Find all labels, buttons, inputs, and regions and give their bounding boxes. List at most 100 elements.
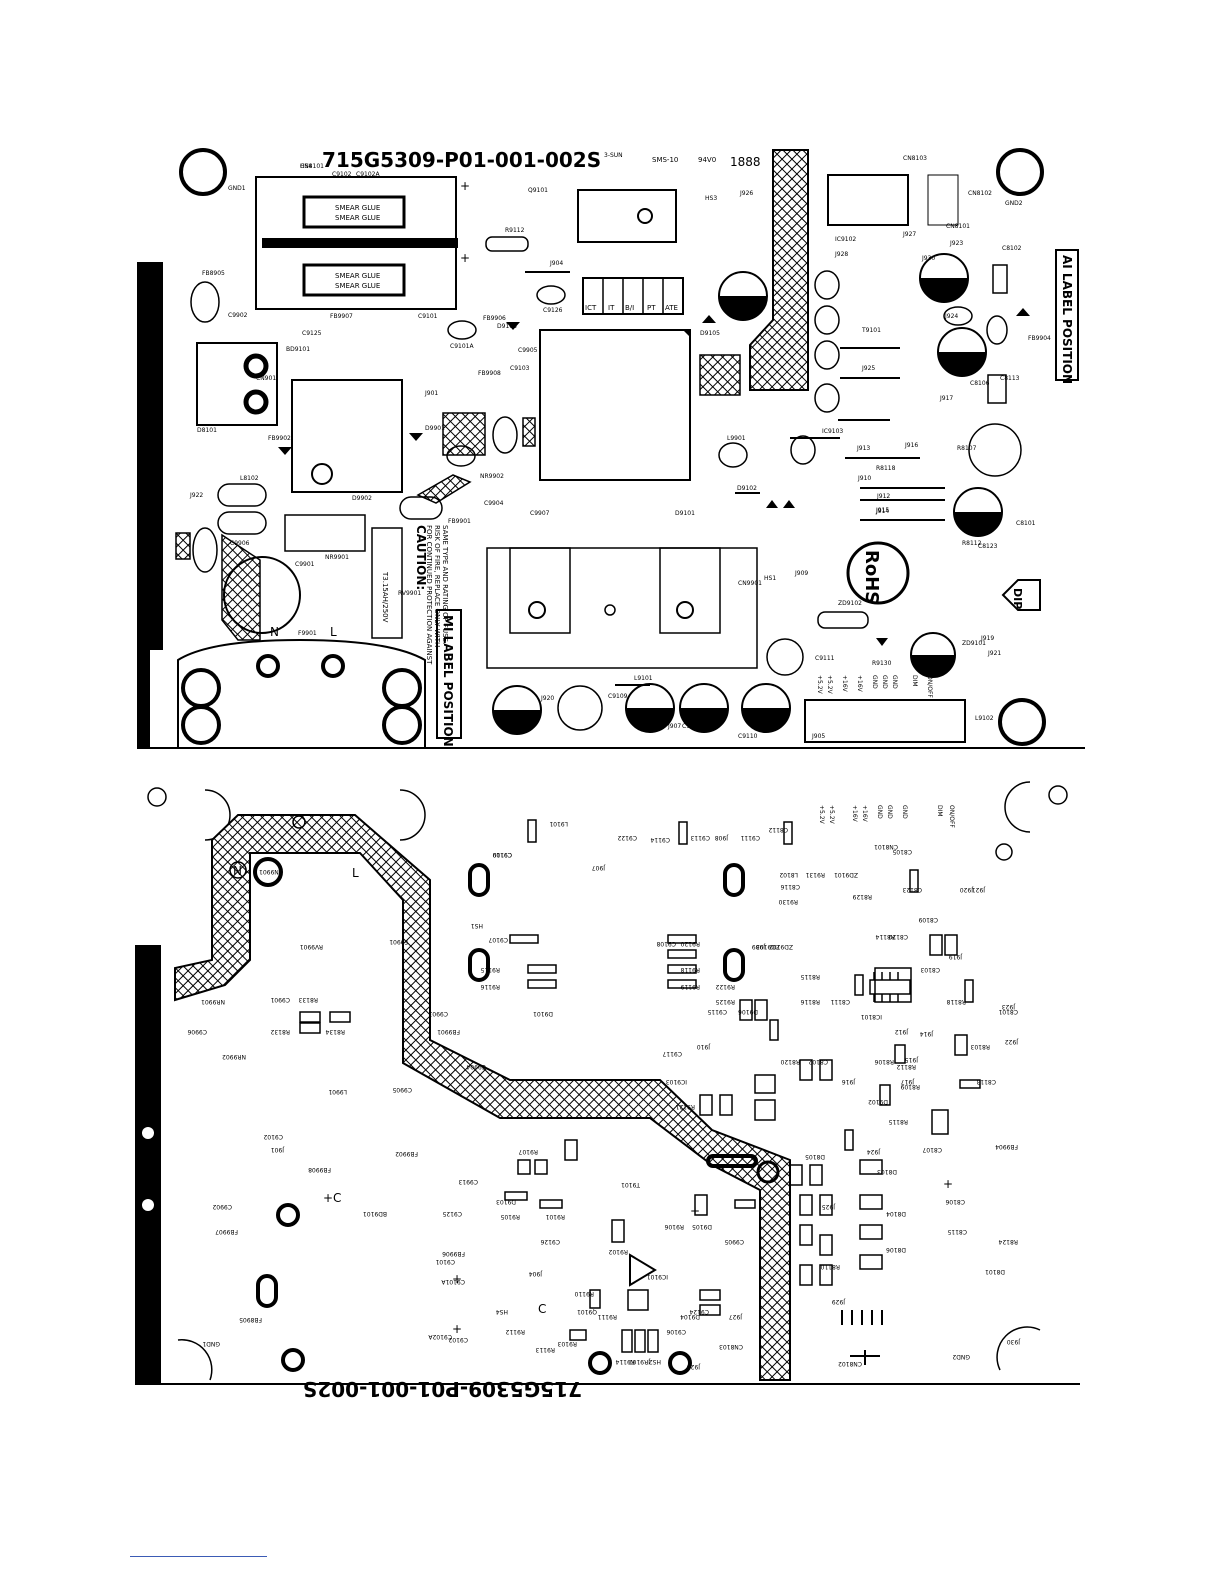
ref-label: R9103 xyxy=(557,1340,577,1347)
ref-label: J904 xyxy=(549,260,563,267)
top-neutral-label: N xyxy=(270,625,279,639)
oval-pads-bottom xyxy=(256,863,758,1375)
cn8103-outline xyxy=(827,174,909,226)
ref-label: C9115 xyxy=(707,1008,727,1015)
pin-label-7: GND xyxy=(891,675,898,689)
ref-label: R8134 xyxy=(325,1028,345,1035)
ref-label: C9905 xyxy=(518,347,538,354)
ref-label: J916 xyxy=(842,1078,856,1085)
ref-label: C9902 xyxy=(212,1203,232,1210)
ref-label: J913 xyxy=(856,445,870,452)
ref-label: ZD9103 xyxy=(756,943,780,950)
ref-label: R8129 xyxy=(852,893,872,900)
ref-label: L9901 xyxy=(328,1088,347,1095)
mount-hole-br xyxy=(998,698,1046,746)
ref-label: C8113 xyxy=(1000,375,1020,382)
ref-label: J917 xyxy=(939,395,953,402)
ref-label: D9106 xyxy=(738,1008,758,1015)
ref-label: J919 xyxy=(949,953,963,960)
ref-label: J914 xyxy=(920,1030,934,1037)
ref-label: C8101 xyxy=(998,1008,1018,1015)
svg-text:+: + xyxy=(452,1272,462,1286)
ref-label: C8120 xyxy=(888,933,908,940)
bottom-neutral-label: N xyxy=(233,864,242,878)
ref-label: D9102 xyxy=(868,1098,888,1105)
ref-label: C9108 xyxy=(656,940,676,947)
pin-label-4: +16V xyxy=(856,675,863,693)
ref-label: R8103 xyxy=(970,1043,990,1050)
ref-label: C8115 xyxy=(947,1228,967,1235)
test-box-ict: ICT xyxy=(585,304,597,312)
ref-label: C9101A xyxy=(441,1278,465,1285)
ref-label: J926 xyxy=(687,1363,701,1370)
ref-label: C9102 xyxy=(332,171,352,178)
caution-line-3: SAME TYPE AND RATING OF FUSE. xyxy=(441,525,449,644)
ref-label: CN9901 xyxy=(259,868,283,875)
ref-label: C9905 xyxy=(392,1086,412,1093)
ref-label: C9109 xyxy=(608,693,628,700)
ref-label: R9121 xyxy=(675,1103,695,1110)
ref-label: FB9901 xyxy=(448,518,471,525)
ref-label: CN9901 xyxy=(738,580,762,587)
ref-label: D9103 xyxy=(496,1198,516,1205)
ref-label: J907 xyxy=(592,864,606,871)
bottom-pin-label-5: GND xyxy=(876,805,883,819)
svg-text:+: + xyxy=(460,179,470,193)
ref-label: C9125 xyxy=(302,330,322,337)
ref-label: J912 xyxy=(895,1028,909,1035)
ref-label: R9107 xyxy=(518,1148,538,1155)
svg-text:+C: +C xyxy=(323,1191,341,1205)
ref-label: R9116 xyxy=(480,983,500,990)
ref-label: J916 xyxy=(904,442,918,449)
ref-label: L9101 xyxy=(634,675,653,682)
pin-label-1: +5.2V xyxy=(816,675,823,695)
ref-label: C8116 xyxy=(780,883,800,890)
ref-label: J930 xyxy=(921,255,935,262)
varistor-rv9901 xyxy=(223,556,301,634)
ref-label: C9114 xyxy=(650,836,670,843)
smear-glue-1b: SMEAR GLUE xyxy=(335,214,380,222)
ref-label: CN8101 xyxy=(946,223,970,230)
ref-label: HS3 xyxy=(705,195,717,202)
ref-label: J920 xyxy=(960,886,974,893)
fuse-f9901 xyxy=(371,527,403,639)
ref-label: J929 xyxy=(832,1298,846,1305)
bottom-pin-label-2: +5.2V xyxy=(828,805,835,825)
ref-label: J925 xyxy=(861,365,875,372)
ref-label: J925 xyxy=(822,1203,836,1210)
cn8101-connector xyxy=(804,699,966,743)
ref-label: R9110 xyxy=(574,1290,594,1297)
ref-label: R8115 xyxy=(800,973,820,980)
ac-input-outline xyxy=(177,638,426,749)
diodes-top xyxy=(278,308,1030,646)
ref-label: J915 xyxy=(875,507,889,514)
ref-label: D8103 xyxy=(877,1168,897,1175)
ref-label: FB9907 xyxy=(330,313,353,320)
ref-label: CN8103 xyxy=(719,1343,743,1350)
mi-label-box xyxy=(436,609,462,739)
ref-label: FB9906 xyxy=(483,315,506,322)
ref-label: D8104 xyxy=(886,1210,906,1217)
ref-label: RV9901 xyxy=(398,590,421,597)
ref-label: J920 xyxy=(540,695,554,702)
ref-label: FB8905 xyxy=(239,1316,262,1323)
ref-label: ZD9102 xyxy=(838,600,862,607)
test-box-ate: ATE xyxy=(665,304,678,312)
ai-label-text: AI LABEL POSITION xyxy=(1060,255,1074,384)
bottom-left-edge-bar xyxy=(135,945,161,1385)
hs-trace-top xyxy=(749,149,809,391)
pin-label-5: GND xyxy=(871,675,878,689)
ref-label: C8109 xyxy=(918,916,938,923)
caution-line-2: RISK OF FIRE, REPLACE ONLY WITH xyxy=(433,525,441,647)
svg-text:+: + xyxy=(460,251,470,265)
smear-glue-2a: SMEAR GLUE xyxy=(335,272,380,280)
electrolytic-caps-top xyxy=(492,253,1003,735)
ref-label: C8103 xyxy=(920,966,940,973)
ref-label: HS4 xyxy=(300,163,312,170)
ref-label: J924 xyxy=(867,1148,881,1155)
mount-hole-tr xyxy=(996,148,1044,196)
ref-label: R8109 xyxy=(900,1083,920,1090)
ref-label: R9122 xyxy=(715,983,735,990)
ref-label: C9106 xyxy=(666,1328,686,1335)
ref-label: Q9101 xyxy=(528,187,548,194)
